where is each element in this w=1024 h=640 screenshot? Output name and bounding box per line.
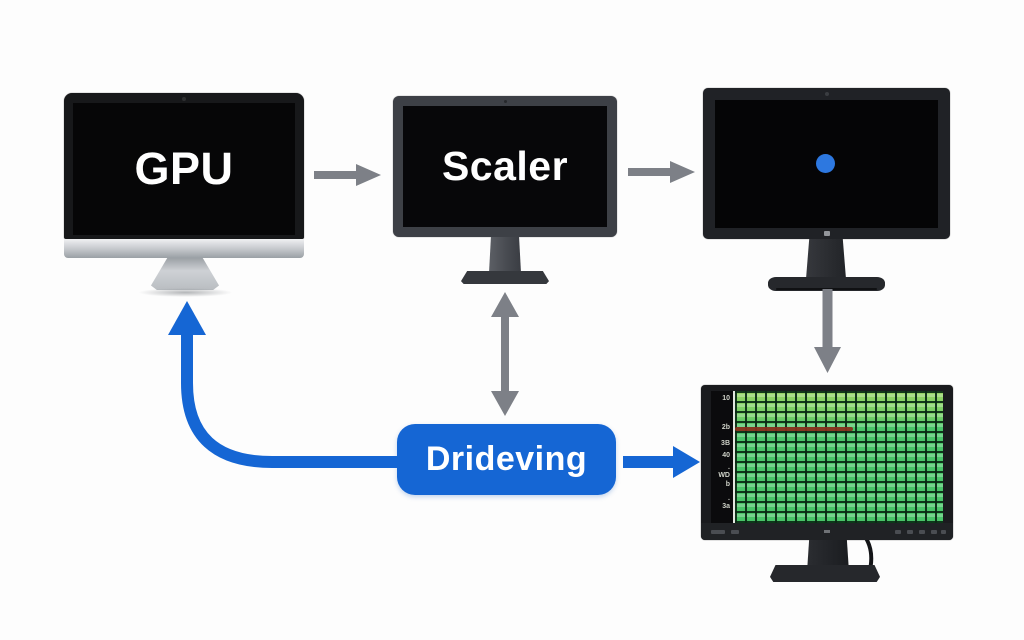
dot-display-frame xyxy=(703,88,950,239)
gpu-monitor-frame: GPU xyxy=(64,93,304,239)
pixel-grid-frame: 10 2b 3B 40 . WD b . 3a xyxy=(701,385,953,540)
bezel-button-icon xyxy=(919,530,925,534)
bezel-port-icon xyxy=(711,530,725,534)
monitor-logo-icon xyxy=(823,231,830,236)
bezel-port-icon xyxy=(731,530,739,534)
gpu-monitor-shadow xyxy=(138,288,233,297)
red-marker-line xyxy=(735,427,853,431)
axis-label: . xyxy=(728,464,730,471)
scaler-monitor-screen: Scaler xyxy=(403,106,607,227)
axis-label: . xyxy=(728,495,730,502)
axis-label: b xyxy=(725,481,730,488)
arrow-drideving-to-gpu-curved-icon xyxy=(168,301,405,468)
axis-label: WD xyxy=(718,472,730,479)
pixel-grid-bezel-bar xyxy=(701,523,953,540)
axis-line xyxy=(733,391,735,523)
axis-label: 40 xyxy=(722,452,730,459)
blue-dot-icon xyxy=(815,154,835,173)
arrow-scaler-to-dot-display-icon xyxy=(628,161,695,183)
scaler-monitor-base xyxy=(461,271,549,284)
dot-display-stand xyxy=(806,239,846,279)
arrow-gpu-to-scaler-icon xyxy=(314,164,381,186)
axis-label-column: 10 2b 3B 40 . WD b . 3a xyxy=(711,391,733,523)
arrow-drideving-to-pixel-grid-icon xyxy=(623,446,700,478)
scaler-monitor-frame: Scaler xyxy=(393,96,617,237)
bezel-button-icon xyxy=(907,530,913,534)
camera-dot-icon xyxy=(182,97,186,101)
gpu-monitor-screen: GPU xyxy=(73,103,295,235)
axis-label: 3a xyxy=(722,503,730,510)
dot-display-screen xyxy=(715,100,938,228)
monitor-logo-icon xyxy=(824,530,830,533)
camera-dot-icon xyxy=(824,92,829,96)
axis-label: 10 xyxy=(722,395,730,402)
camera-dot-icon xyxy=(504,100,507,103)
pixel-grid-base xyxy=(770,565,880,582)
arrow-scaler-drideving-bidirectional-icon xyxy=(491,292,519,416)
gpu-monitor-chin xyxy=(64,239,304,258)
arrow-dot-display-to-pixel-grid-icon xyxy=(814,289,841,373)
axis-label: 3B xyxy=(721,440,730,447)
scaler-label: Scaler xyxy=(441,143,569,189)
gpu-label: GPU xyxy=(134,143,234,194)
drideving-process-box: Drideving xyxy=(397,424,616,495)
scaler-monitor-stand xyxy=(489,237,521,273)
drideving-label: Drideving xyxy=(425,440,588,478)
bezel-button-icon xyxy=(895,530,901,534)
pixel-grid-screen: 10 2b 3B 40 . WD b . 3a xyxy=(711,391,943,523)
bezel-button-icon xyxy=(931,530,937,534)
axis-label: 2b xyxy=(721,424,730,431)
gpu-monitor-stand xyxy=(150,258,220,290)
pixel-grid xyxy=(735,391,943,523)
bezel-button-icon xyxy=(941,530,946,534)
